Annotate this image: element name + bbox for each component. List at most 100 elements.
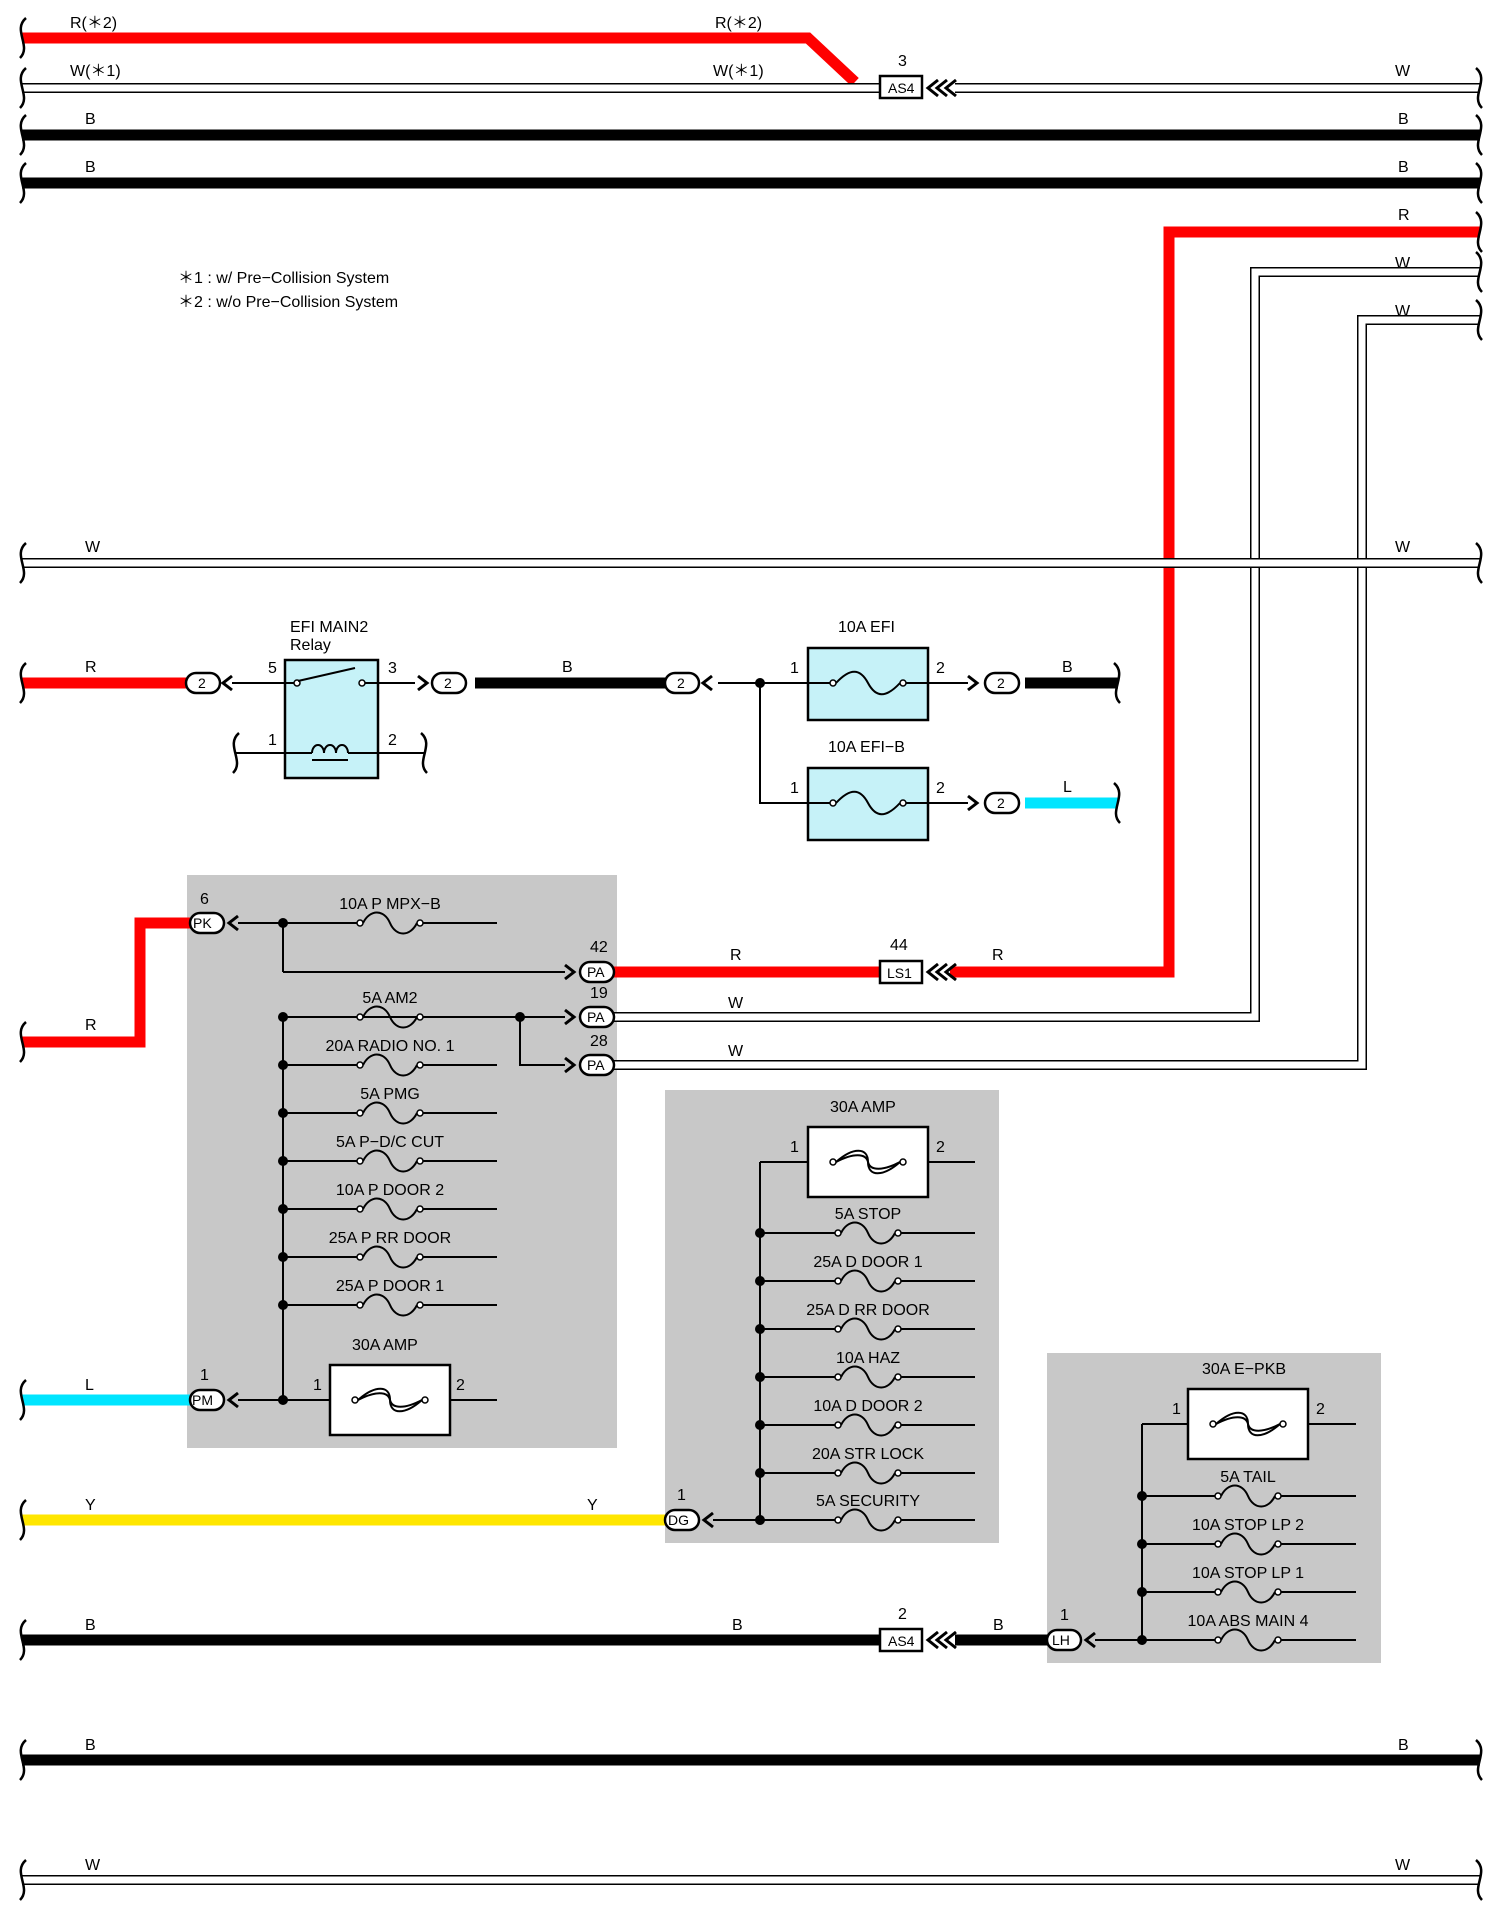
svg-text:PA: PA: [587, 1057, 605, 1073]
fuse-box2-4: 10A D DOOR 2: [760, 1398, 975, 1437]
wire-break-mark: [18, 1021, 27, 1063]
svg-text:DG: DG: [668, 1512, 689, 1528]
junction-dot: [755, 1276, 765, 1286]
connector-ls1: 44 LS1: [878, 937, 957, 985]
svg-text:R: R: [85, 1017, 97, 1034]
junction-dot: [755, 1324, 765, 1334]
svg-text:B: B: [85, 159, 96, 176]
fuse-box1-2-label: 20A RADIO NO. 1: [326, 1038, 455, 1055]
fuse-box2-5-label: 20A STR LOCK: [812, 1446, 924, 1463]
svg-text:R: R: [85, 659, 97, 676]
svg-text:10A EFI−B: 10A EFI−B: [828, 739, 905, 756]
wire-break-mark: [1113, 782, 1122, 824]
wire-break-mark: [1475, 114, 1484, 156]
fuse-box2-4-label: 10A D DOOR 2: [813, 1398, 922, 1415]
fuse-box1-3-label: 5A PMG: [360, 1086, 420, 1103]
fuse-box1-6-label: 25A P RR DOOR: [329, 1230, 451, 1247]
svg-text:B: B: [732, 1617, 743, 1634]
svg-text:B: B: [1398, 111, 1409, 128]
svg-text:B: B: [562, 659, 573, 676]
svg-text:28: 28: [590, 1033, 608, 1050]
fuse-box3-0: 5A TAIL: [1142, 1469, 1356, 1508]
svg-text:W(＊1): W(＊1): [713, 63, 764, 80]
svg-text:6: 6: [200, 891, 209, 908]
wire-break-mark: [1475, 299, 1484, 341]
wire-break-mark: [1475, 67, 1484, 109]
wire-w-28: [612, 315, 1480, 1070]
wire-break-mark: [1475, 162, 1484, 204]
connector-as4-top: 3 AS4: [878, 53, 957, 100]
svg-text:44: 44: [890, 937, 908, 954]
svg-text:10A EFI: 10A EFI: [838, 619, 895, 636]
svg-text:LH: LH: [1052, 1632, 1070, 1648]
wire-break-mark: [1475, 211, 1484, 253]
svg-text:L: L: [1063, 779, 1072, 796]
svg-text:W: W: [728, 1043, 744, 1060]
svg-text:19: 19: [590, 985, 608, 1002]
connector-2-relay-out: 2: [417, 671, 468, 695]
svg-text:W: W: [1395, 1857, 1411, 1874]
svg-text:2: 2: [444, 675, 452, 691]
note-2: ＊2 : w/o Pre−Collision System: [178, 294, 398, 311]
svg-text:W: W: [1395, 63, 1411, 80]
fuse-box1-4: 5A P−D/C CUT: [283, 1134, 497, 1173]
wire-break-mark: [18, 162, 27, 204]
fuse-box3-2: 10A STOP LP 1: [1142, 1565, 1356, 1604]
fuse-box2-2-label: 25A D RR DOOR: [806, 1302, 930, 1319]
wire-break-mark: [18, 1859, 27, 1901]
svg-text:W: W: [1395, 255, 1411, 272]
fuse-box1-1-label: 5A AM2: [362, 990, 417, 1007]
fuse-box2-3: 10A HAZ: [760, 1350, 975, 1389]
fuse-box2-1-label: 25A D DOOR 1: [813, 1254, 922, 1271]
wire-r-top: [22, 32, 859, 87]
wire-break-mark: [18, 1619, 27, 1661]
fuse-box3-2-label: 10A STOP LP 1: [1192, 1565, 1304, 1582]
fuse-box1-1: 5A AM2: [283, 990, 497, 1029]
svg-text:2: 2: [997, 675, 1005, 691]
junction-dot: [278, 1156, 288, 1166]
svg-text:B: B: [1398, 159, 1409, 176]
fuse-box2-6-label: 5A SECURITY: [816, 1493, 920, 1510]
fuse-box2-2: 25A D RR DOOR: [760, 1302, 975, 1341]
wire-break-mark: [18, 662, 27, 704]
wire-r-pk: [22, 917, 190, 1048]
svg-text:3: 3: [898, 53, 907, 70]
svg-text:W: W: [85, 1857, 101, 1874]
wire-break-mark: [18, 67, 27, 109]
junction-dot: [278, 1252, 288, 1262]
connector-pm: 1 PM: [188, 1367, 239, 1412]
junction-dot: [755, 1228, 765, 1238]
svg-text:R: R: [992, 947, 1004, 964]
note-1: ＊1 : w/ Pre−Collision System: [178, 270, 389, 287]
svg-text:1: 1: [677, 1487, 686, 1504]
svg-text:3: 3: [388, 660, 397, 677]
svg-text:30A E−PKB: 30A E−PKB: [1202, 1361, 1286, 1378]
svg-text:2: 2: [456, 1377, 465, 1394]
wire-w-19: [612, 267, 1480, 1022]
fuse-10a-efi-b: 10A EFI−B 1 2: [790, 739, 945, 842]
connector-2-efi-b-out: 2: [967, 791, 1021, 815]
svg-text:2: 2: [997, 795, 1005, 811]
connector-2-efi-out: 2: [967, 671, 1021, 695]
fuse-box2-0: 5A STOP: [760, 1206, 975, 1245]
svg-text:B: B: [85, 1737, 96, 1754]
svg-text:1: 1: [1172, 1401, 1181, 1418]
efi-main2-relay: EFI MAIN2 Relay 5 3 1 2: [268, 619, 397, 780]
wire-break-marks: [18, 17, 1484, 1901]
svg-text:2: 2: [677, 675, 685, 691]
svg-text:1: 1: [790, 1139, 799, 1156]
fuse-box-1-content: 6 PK 42 PA 19 PA 28 PA: [188, 891, 616, 1437]
svg-text:R(＊2): R(＊2): [715, 15, 762, 32]
svg-text:PM: PM: [192, 1392, 213, 1408]
svg-text:PA: PA: [587, 964, 605, 980]
wire-labels: R(＊2) R(＊2) W(＊1) W(＊1) W B B B B R W W …: [70, 15, 1411, 1874]
svg-text:AS4: AS4: [888, 1633, 915, 1649]
junction-dot: [755, 1372, 765, 1382]
svg-text:42: 42: [590, 939, 608, 956]
fuse-box1-5: 10A P DOOR 2: [283, 1182, 497, 1221]
svg-text:B: B: [85, 111, 96, 128]
wire-break-mark: [18, 1739, 27, 1781]
svg-text:W: W: [1395, 539, 1411, 556]
